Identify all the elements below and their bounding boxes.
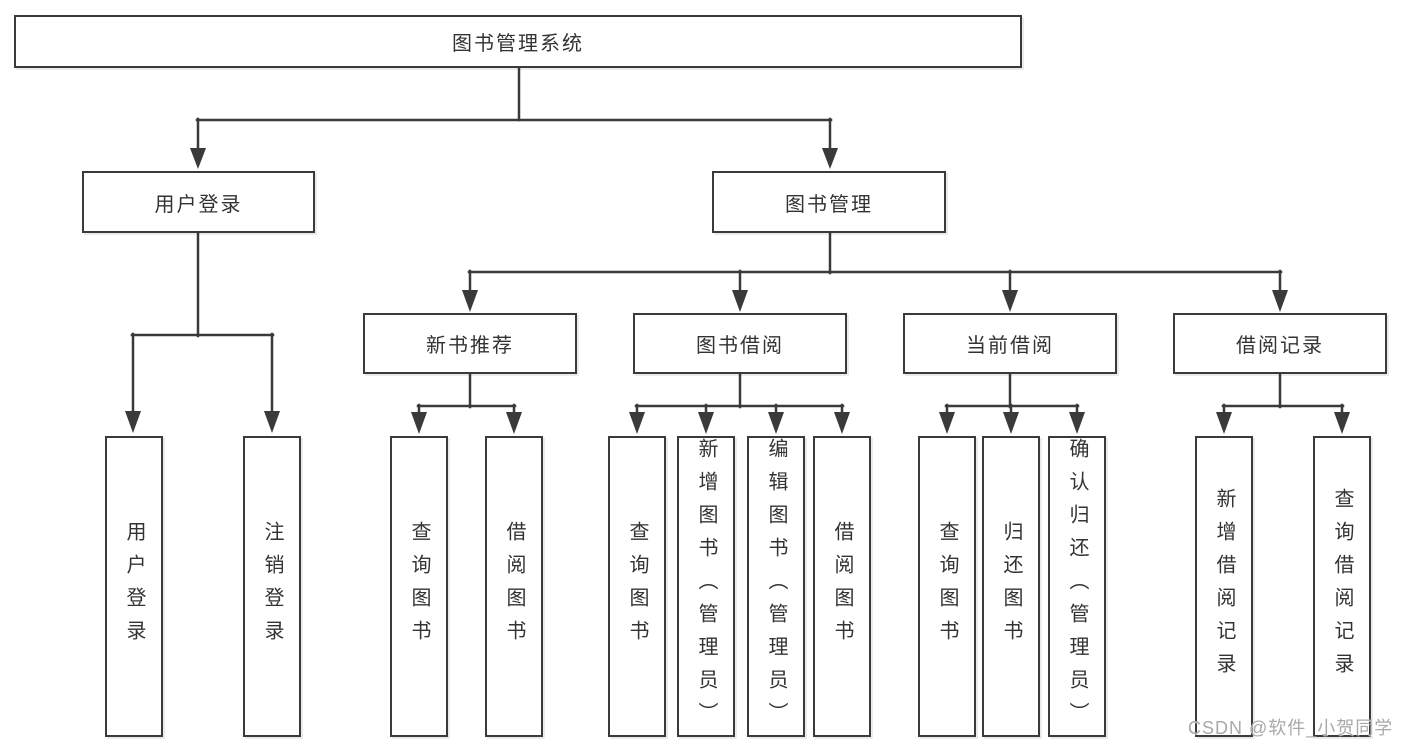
leaf-label: 新增借阅记录	[1213, 487, 1235, 686]
connector-root-to-level2	[190, 66, 838, 169]
leaf-label: 借阅图书	[503, 520, 525, 653]
connector-current-to-leaves	[939, 372, 1085, 434]
node-book-management: 图书管理	[712, 171, 946, 233]
leaf-label: 归还图书	[1000, 520, 1022, 653]
leaf-label: 编辑图书（管理员）	[765, 438, 787, 735]
node-root-system: 图书管理系统	[14, 15, 1022, 68]
leaf-label: 借阅图书	[831, 520, 853, 653]
node-new-book-recommendation: 新书推荐	[363, 313, 577, 374]
leaf-borrowing-query-books: 查询图书	[608, 436, 666, 737]
leaf-label: 新增图书（管理员）	[695, 438, 717, 735]
leaf-label: 查询借阅记录	[1331, 487, 1353, 686]
leaf-user-login: 用户登录	[105, 436, 163, 737]
node-user-login: 用户登录	[82, 171, 315, 233]
leaf-recommend-borrow-books: 借阅图书	[485, 436, 543, 737]
connector-login-to-leaves	[125, 231, 280, 433]
leaf-label: 查询图书	[626, 520, 648, 653]
leaf-label: 注销登录	[261, 520, 283, 653]
leaf-label: 查询图书	[408, 520, 430, 653]
leaf-borrowing-borrow-books: 借阅图书	[813, 436, 871, 737]
leaf-current-query-books: 查询图书	[918, 436, 976, 737]
leaf-current-confirm-return-admin: 确认归还（管理员）	[1048, 436, 1106, 737]
leaf-records-add-borrow-record: 新增借阅记录	[1195, 436, 1253, 737]
leaf-records-query-borrow-record: 查询借阅记录	[1313, 436, 1371, 737]
leaf-logout: 注销登录	[243, 436, 301, 737]
leaf-borrowing-add-book-admin: 新增图书（管理员）	[677, 436, 735, 737]
leaf-label: 确认归还（管理员）	[1066, 438, 1088, 735]
leaf-current-return-books: 归还图书	[982, 436, 1040, 737]
leaf-borrowing-edit-book-admin: 编辑图书（管理员）	[747, 436, 805, 737]
connector-mgmt-to-level3	[462, 231, 1288, 312]
connector-borrow-to-leaves	[629, 372, 850, 434]
node-borrowing-records: 借阅记录	[1173, 313, 1387, 374]
node-book-borrowing: 图书借阅	[633, 313, 847, 374]
leaf-label: 查询图书	[936, 520, 958, 653]
csdn-watermark: CSDN @软件_小贺同学	[1188, 718, 1394, 738]
connector-records-to-leaves	[1216, 372, 1350, 434]
leaf-recommend-query-books: 查询图书	[390, 436, 448, 737]
leaf-label: 用户登录	[123, 520, 145, 653]
connector-recommend-to-leaves	[411, 372, 522, 434]
node-current-borrowing: 当前借阅	[903, 313, 1117, 374]
